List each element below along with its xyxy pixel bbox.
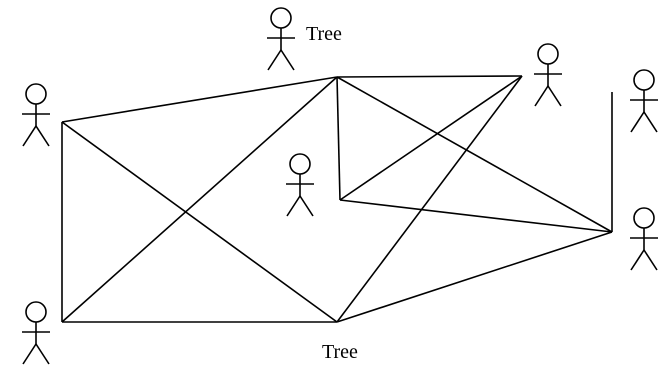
stick-figure-icon [286, 153, 314, 217]
stick-figure-icon [22, 83, 50, 147]
edge [336, 76, 341, 201]
edge [61, 121, 338, 323]
tree-label-bottom: Tree [322, 341, 358, 363]
stick-figure-icon [22, 301, 50, 365]
stick-figure-icon [534, 43, 562, 107]
stick-figure-icon [630, 69, 658, 133]
edge [336, 75, 523, 78]
edges [61, 75, 613, 323]
edge [61, 76, 338, 123]
edge [336, 76, 613, 233]
edge [61, 76, 338, 323]
edge [339, 75, 523, 201]
edge [336, 231, 613, 323]
stick-figure-icon [630, 207, 658, 271]
edge [339, 199, 613, 233]
tree-label-top: Tree [306, 23, 342, 45]
stick-figure-icon [267, 7, 295, 71]
edge [336, 75, 523, 323]
